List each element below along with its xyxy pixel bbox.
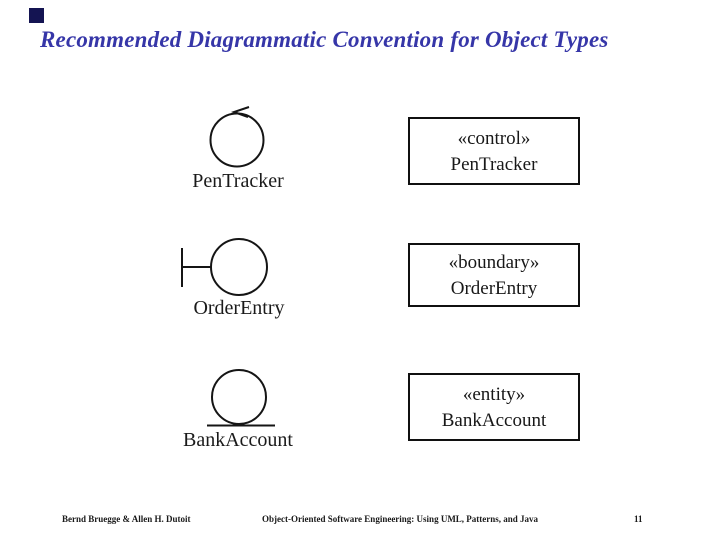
entity-circle	[211, 369, 267, 425]
control-circle	[209, 112, 265, 168]
corner-square-decoration	[29, 8, 44, 23]
control-object-symbol	[209, 106, 265, 168]
control-type-name: PenTracker	[450, 154, 538, 175]
boundary-type-box: «boundary» OrderEntry	[408, 243, 580, 307]
boundary-symbol-label: OrderEntry	[193, 297, 285, 319]
entity-stereotype-text: «entity»	[462, 384, 526, 405]
entity-symbol-label: BankAccount	[183, 429, 293, 451]
boundary-object-symbol	[181, 238, 268, 296]
boundary-type-name: OrderEntry	[450, 278, 538, 299]
control-type-box: «control» PenTracker	[408, 117, 580, 185]
entity-object-symbol	[207, 369, 275, 427]
boundary-stereotype-text: «boundary»	[448, 252, 540, 273]
footer-page-number: 11	[634, 514, 643, 524]
slide-title: Recommended Diagrammatic Convention for …	[40, 27, 609, 52]
footer-course-title: Object-Oriented Software Engineering: Us…	[262, 514, 539, 524]
counterclockwise-arrow-icon	[230, 106, 250, 118]
boundary-circle	[210, 238, 268, 296]
control-symbol-label: PenTracker	[192, 170, 284, 192]
control-stereotype-text: «control»	[457, 128, 531, 149]
entity-type-box: «entity» BankAccount	[408, 373, 580, 441]
entity-type-name: BankAccount	[441, 410, 547, 431]
footer-authors: Bernd Bruegge & Allen H. Dutoit	[62, 514, 191, 524]
